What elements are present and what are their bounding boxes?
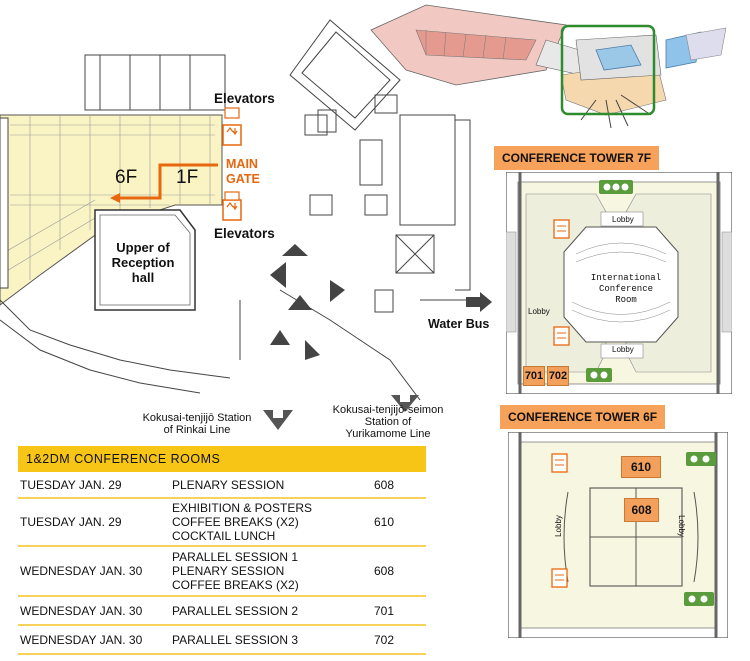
room-610-badge: 610 <box>621 456 661 478</box>
tower-6f-lobby-2: Lobby <box>676 515 686 537</box>
elevator-icon-7f-bottom <box>553 326 570 346</box>
hall-line-1: International <box>590 273 662 283</box>
table-cell-events: PARALLEL SESSION 2 <box>170 596 366 626</box>
elevators-label-top: Elevators <box>214 91 275 106</box>
elevator-box-bottom <box>224 191 240 201</box>
overview-3d-map <box>370 4 727 129</box>
table-cell-room: 610 <box>366 498 426 547</box>
room-702-badge: 702 <box>547 366 569 386</box>
elevator-icon-7f-top <box>553 219 570 239</box>
room-608-badge: 608 <box>624 498 659 522</box>
reception-hall-outline <box>94 209 196 311</box>
route-arrow <box>110 163 218 203</box>
reception-line-2: Reception <box>111 255 175 270</box>
main-gate-line-1: MAIN <box>226 157 258 171</box>
table-cell-day: WEDNESDAY JAN. 30 <box>18 546 170 597</box>
water-bus-arrow <box>466 292 492 312</box>
yurikamome-station-label: Kokusai-tenjijō-seimon Station of Yurika… <box>330 404 446 440</box>
event-line: PARALLEL SESSION 1 <box>172 550 299 564</box>
elevator-icon-6f-top <box>551 453 568 473</box>
reception-line-1: Upper of <box>116 240 170 255</box>
table-header-row: 1&2DM CONFERENCE ROOMS <box>18 446 426 472</box>
yurikamome-station-arrow <box>391 395 419 412</box>
tower-7f-lobby-1: Lobby <box>612 215 634 224</box>
restroom-icon-7f-bottom <box>586 368 612 382</box>
hall-line-2: Conference Room <box>598 284 653 305</box>
reception-line-3: hall <box>131 270 155 285</box>
tower-highlight-frame <box>560 24 656 116</box>
event-line: PLENARY SESSION <box>172 564 285 578</box>
main-gate-line-2: GATE <box>226 172 260 186</box>
elevator-box-top <box>224 107 240 119</box>
reception-hall-label: Upper of Reception hall <box>108 240 178 285</box>
main-gate-label: MAIN GATE <box>226 157 260 187</box>
event-line: COFFEE BREAKS (X2) <box>172 515 299 529</box>
water-bus-label: Water Bus <box>428 317 490 331</box>
tower-7f-plan <box>506 172 732 394</box>
table-cell-events: PARALLEL SESSION 3 <box>170 625 366 655</box>
table-cell-room: 702 <box>366 625 426 655</box>
event-line: EXHIBITION & POSTERS <box>172 501 313 515</box>
rinkai-line-2: of Rinkai Line <box>163 424 231 436</box>
yurikamome-line-1: Kokusai-tenjijō-seimon <box>332 404 444 416</box>
room-701-badge: 701 <box>523 366 545 386</box>
elevator-icon-bottom <box>222 199 242 221</box>
event-line: COFFEE BREAKS (X2) <box>172 578 299 592</box>
rinkai-station-label: Kokusai-tenjijō Station of Rinkai Line <box>138 412 256 436</box>
tower-7f-lobby-2: Lobby <box>528 307 550 316</box>
tower-7f-title: CONFERENCE TOWER 7F <box>494 146 660 170</box>
table-cell-room: 608 <box>366 472 426 499</box>
table-cell-day: TUESDAY JAN. 29 <box>18 472 170 499</box>
event-line: COCKTAIL LUNCH <box>172 529 276 543</box>
tower-6f-title: CONFERENCE TOWER 6F <box>500 405 666 429</box>
tower-7f-hall-label: International Conference Room <box>588 273 664 306</box>
table-cell-day: WEDNESDAY JAN. 30 <box>18 596 170 626</box>
yurikamome-line-3: Yurikamome Line <box>345 428 431 440</box>
event-line: PARALLEL SESSION 2 <box>172 603 299 618</box>
restroom-icon-6f-top <box>686 452 716 466</box>
rinkai-line-1: Kokusai-tenjijō Station <box>142 412 252 424</box>
event-line: PARALLEL SESSION 3 <box>172 632 299 647</box>
table-cell-events: PLENARY SESSION <box>170 472 366 499</box>
yurikamome-line-2: Station of <box>364 416 412 428</box>
tower-7f-lobby-3: Lobby <box>612 345 634 354</box>
tower-6f-lobby-1: Lobby <box>553 515 563 537</box>
international-conference-room <box>563 226 679 343</box>
elevator-icon-top <box>222 124 242 146</box>
floor-6f-label: 6F <box>115 167 138 188</box>
rinkai-station-arrow <box>263 410 293 430</box>
table-cell-day: WEDNESDAY JAN. 30 <box>18 625 170 655</box>
floor-1f-label: 1F <box>176 167 199 188</box>
table-cell-day: TUESDAY JAN. 29 <box>18 498 170 547</box>
main-floor-map <box>0 19 492 430</box>
elevators-label-bottom: Elevators <box>214 226 275 241</box>
restroom-icon-6f-bottom <box>684 592 714 606</box>
elevator-icon-6f-bottom <box>551 568 568 588</box>
table-cell-room: 608 <box>366 546 426 597</box>
table-cell-room: 701 <box>366 596 426 626</box>
tower-6f-plan <box>508 432 728 638</box>
restroom-icon-7f-top <box>599 180 633 194</box>
event-line: PLENARY SESSION <box>172 477 285 492</box>
table-header: 1&2DM CONFERENCE ROOMS <box>18 446 426 472</box>
